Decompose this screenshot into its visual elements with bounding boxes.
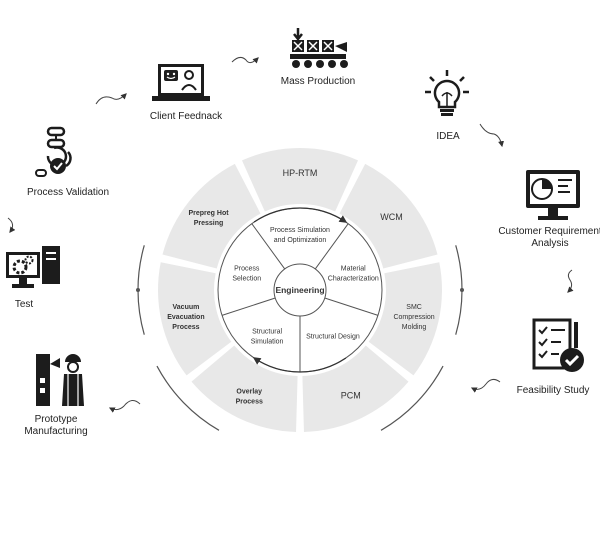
outer-segment-smc-compression-molding xyxy=(368,262,443,376)
bracket-arc-right xyxy=(380,365,444,431)
squiggle-validation-to-client xyxy=(95,93,127,105)
stage-label-mass-production: Mass Production xyxy=(280,76,356,87)
laptop-chat-icon xyxy=(150,60,212,106)
computer-gears-icon xyxy=(4,244,62,292)
inner-arrow-bottom xyxy=(252,357,347,373)
outer-segment-prepreg-hot-pressing xyxy=(162,163,261,269)
factory-conveyor-icon xyxy=(288,26,350,70)
center-hub: Engineering xyxy=(273,263,327,317)
outer-label-wcm: WCM xyxy=(380,212,403,222)
stage-label-process-validation: Process Validation xyxy=(26,187,110,198)
stage-label-idea: IDEA xyxy=(436,131,460,142)
flow-check-icon xyxy=(34,126,78,178)
connector-arrows xyxy=(7,56,574,413)
analytics-monitor-icon xyxy=(524,168,582,222)
center-label: Engineering xyxy=(275,285,324,295)
squiggle-feasibility-to-pcm xyxy=(470,378,501,393)
squiggle-test-to-validation xyxy=(7,217,16,233)
outer-ring xyxy=(158,148,443,432)
outer-segment-pcm xyxy=(302,345,409,432)
lightbulb-icon xyxy=(424,68,470,120)
outer-segment-vacuum-evacuation-process xyxy=(158,262,232,376)
outer-segment-wcm xyxy=(339,163,438,269)
stage-label-customer-requirement: Customer Requirement Analysis xyxy=(498,226,600,249)
stage-label-feasibility: Feasibility Study xyxy=(516,385,590,396)
squiggle-prototype xyxy=(108,400,141,413)
stage-label-prototype: Prototype Manufacturing xyxy=(24,414,88,437)
outer-label-hp-rtm: HP-RTM xyxy=(283,168,318,178)
inner-arrow-top xyxy=(253,207,348,223)
checklist-icon xyxy=(530,318,586,374)
stage-label-client-feedback: Client Feednack xyxy=(149,111,223,122)
inner-label-structural-design: Structural Design xyxy=(306,333,360,340)
stage-label-test: Test xyxy=(14,299,34,310)
outer-bracket-arcs xyxy=(136,245,464,431)
squiggle-client-to-mass xyxy=(231,56,259,64)
inner-divider xyxy=(221,297,276,316)
bracket-arc-left xyxy=(156,365,220,431)
inner-divider xyxy=(324,297,379,316)
inner-divider xyxy=(251,223,286,270)
inner-divider xyxy=(314,223,349,270)
squiggle-customer-to-feasibility xyxy=(567,269,574,293)
outer-segment-overlay-process xyxy=(191,345,298,432)
outer-segment-hp-rtm xyxy=(241,148,359,212)
squiggle-idea-to-customer xyxy=(479,123,504,148)
outer-label-pcm: PCM xyxy=(341,390,361,400)
engineer-machine-icon xyxy=(34,352,86,408)
